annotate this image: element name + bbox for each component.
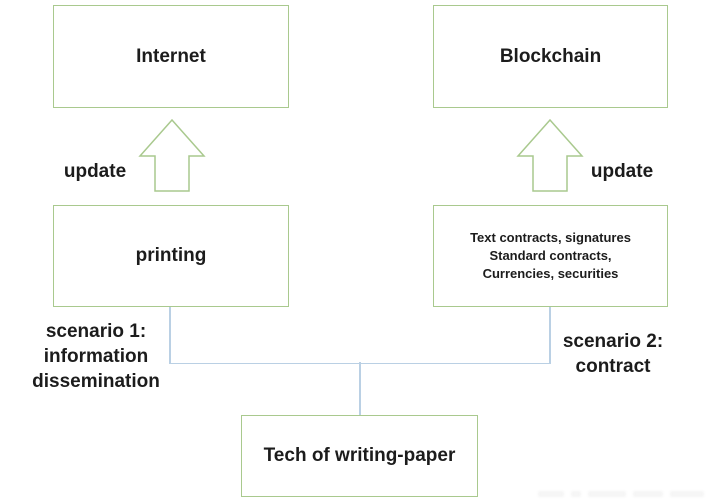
printing-label: printing (135, 245, 207, 266)
internet-label: Internet (136, 45, 206, 67)
contracts-line-3: Currencies, securities (482, 266, 619, 281)
contracts-line-1: Text contracts, signatures (470, 230, 631, 245)
update-label-right: update (590, 161, 654, 182)
tech-box: Tech of writing-paper (241, 415, 478, 497)
update-label-left: update (63, 161, 127, 182)
tech-label: Tech of writing-paper (263, 445, 456, 466)
scenario1-line-1: scenario 1: (45, 321, 147, 342)
scenario2-line-1: scenario 2: (562, 331, 664, 352)
contracts-box: Text contracts, signatures Standard cont… (433, 205, 668, 307)
blockchain-label: Blockchain (499, 45, 602, 67)
contracts-text: Text contracts, signatures Standard cont… (470, 229, 631, 283)
up-arrow-right-icon (516, 118, 584, 192)
connector-line-center (359, 362, 361, 415)
scenario2-caption: scenario 2: contract (532, 329, 694, 379)
connector-line-right (549, 307, 551, 364)
scenario1-caption: scenario 1: information dissemination (10, 319, 182, 394)
scenario2-line-2: contract (575, 356, 651, 377)
printing-box: printing (53, 205, 289, 307)
internet-box: Internet (53, 5, 289, 108)
connector-line-left (169, 307, 171, 364)
scenario1-line-2: information (43, 346, 149, 367)
scenario1-line-3: dissemination (32, 371, 160, 392)
contracts-line-2: Standard contracts, (489, 248, 612, 263)
up-arrow-left-icon (138, 118, 206, 192)
blockchain-box: Blockchain (433, 5, 668, 108)
watermark (538, 491, 710, 503)
